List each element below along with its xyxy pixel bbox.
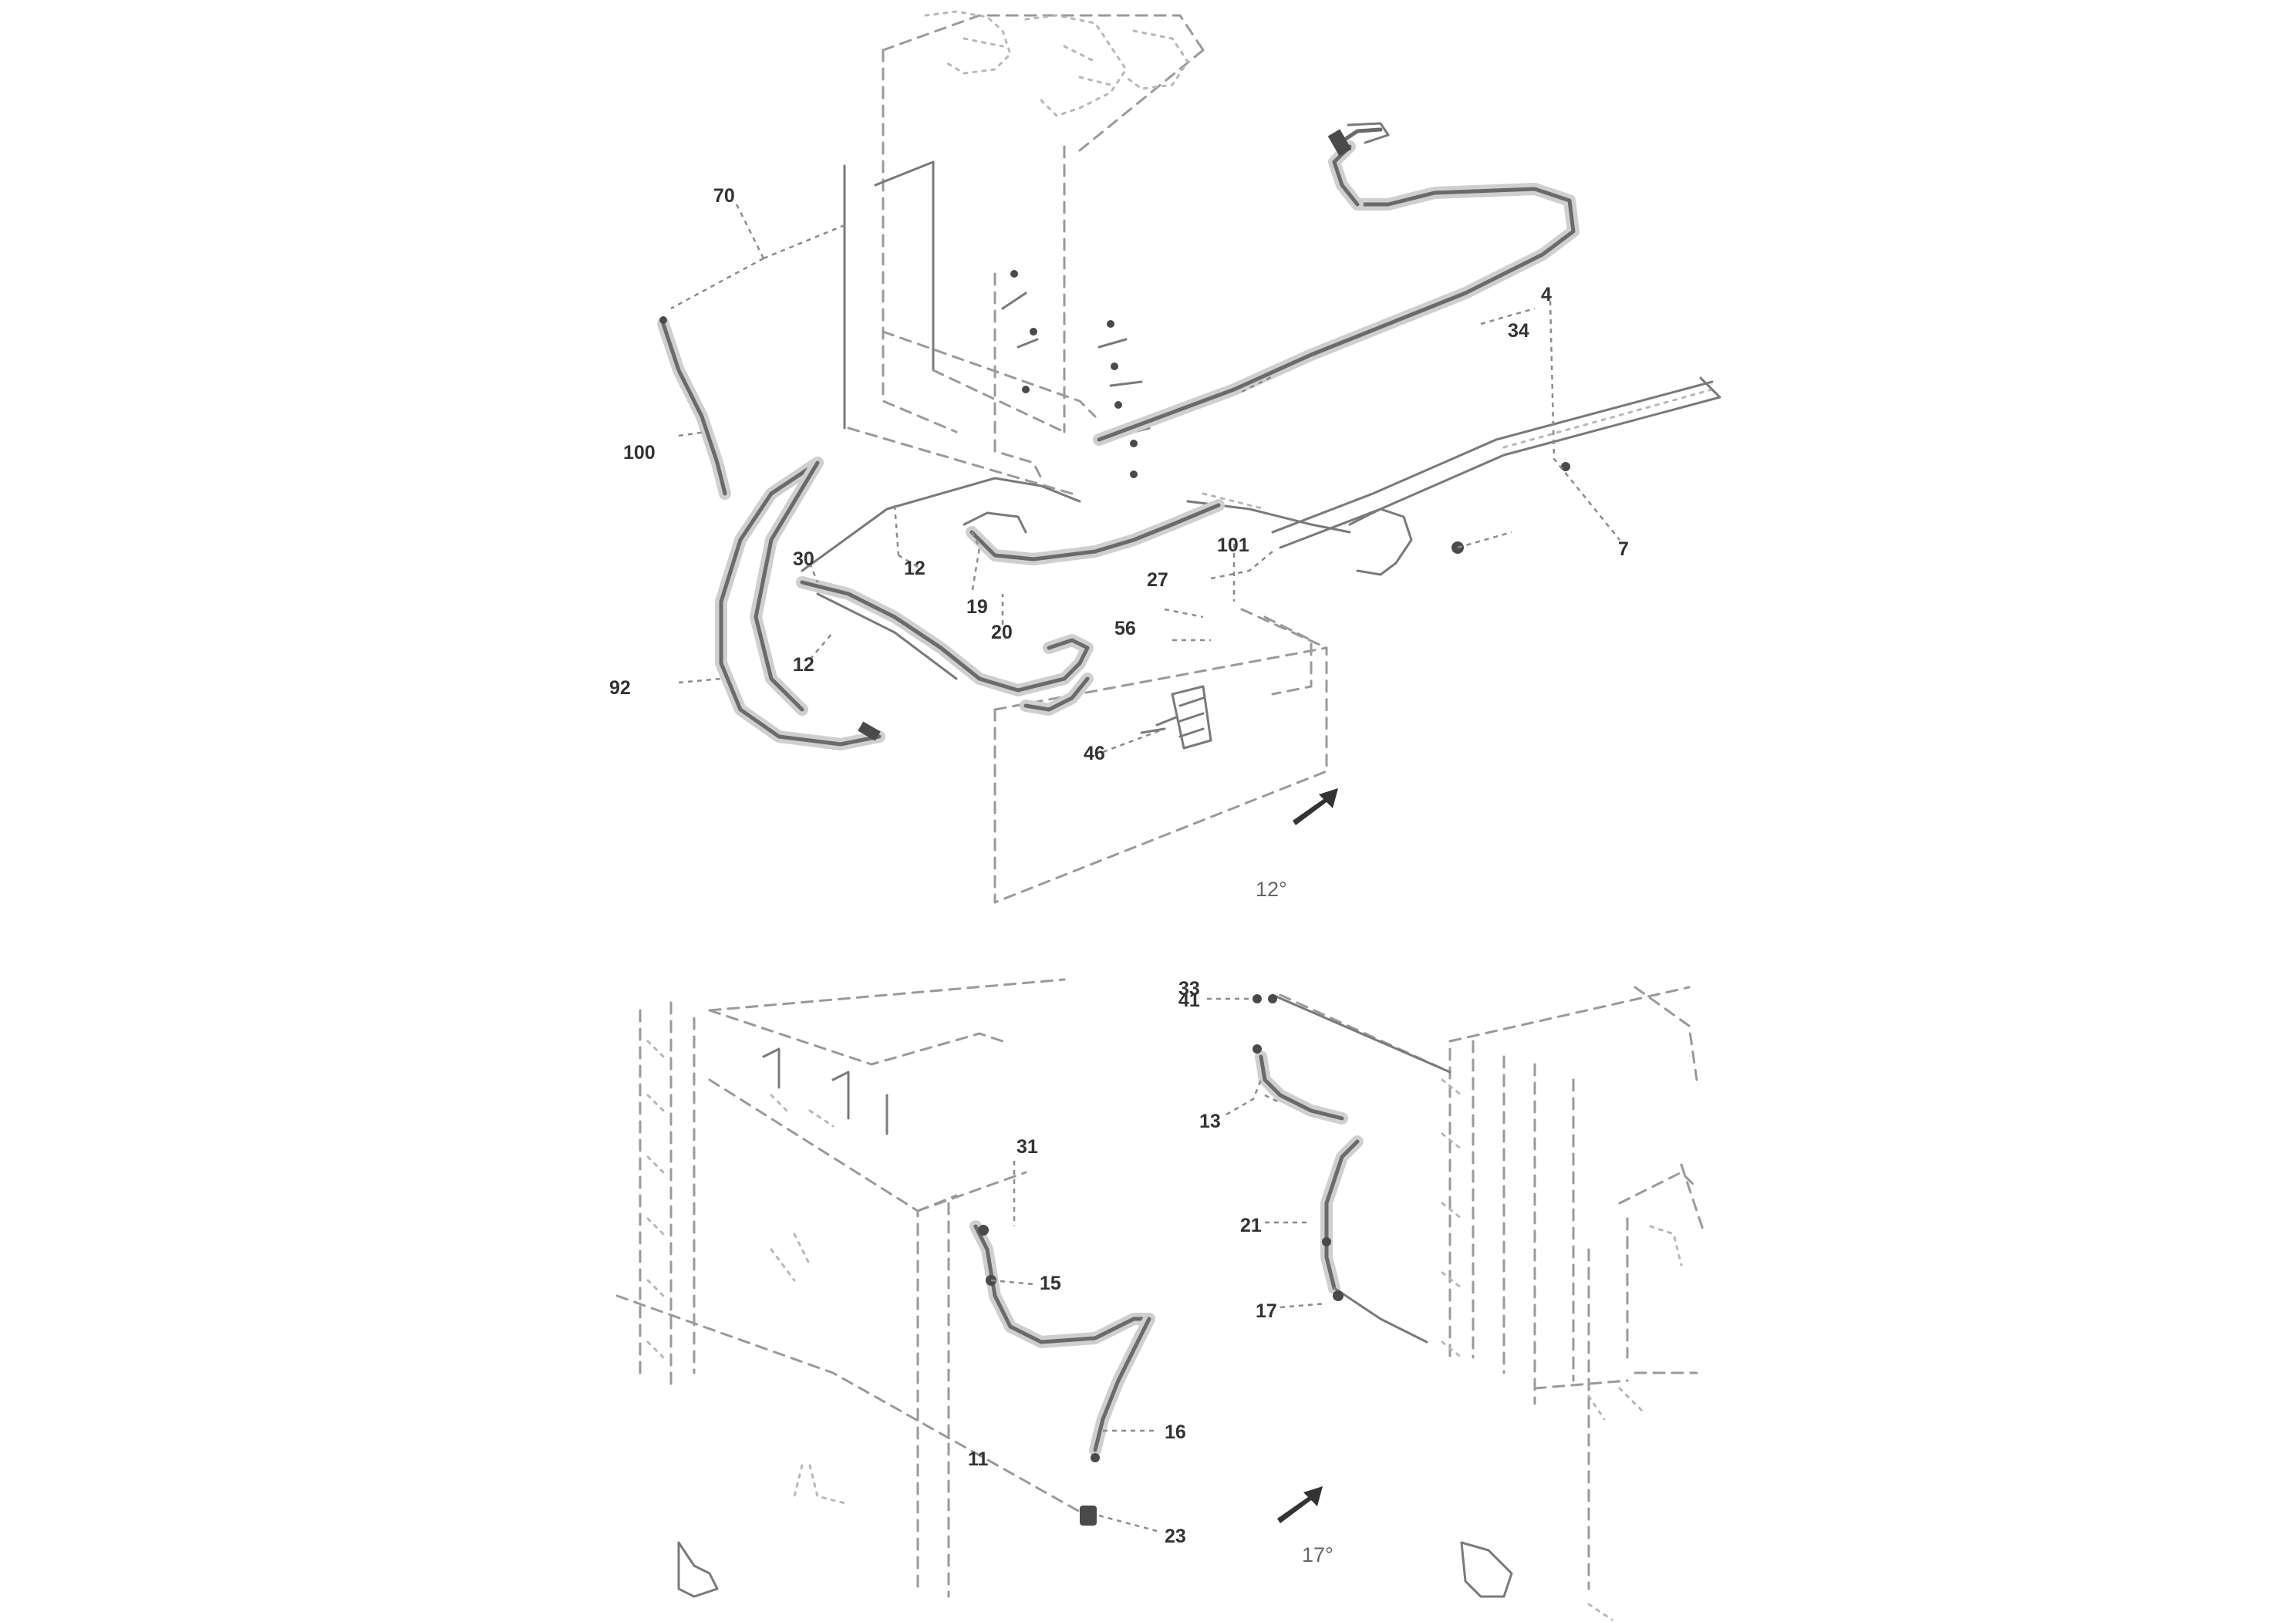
callout-70: 70 xyxy=(713,185,735,207)
hose-100 xyxy=(657,316,731,500)
callout-4: 4 xyxy=(1541,284,1552,305)
callout-30: 30 xyxy=(793,548,814,570)
callout-46: 46 xyxy=(1084,743,1105,764)
block-fittings xyxy=(1001,270,1151,478)
hose-13 xyxy=(1253,993,1451,1125)
hose-16 xyxy=(1089,1313,1155,1462)
lower-assembly: 41 13 31 21 15 16 23 17 33 11 17° xyxy=(615,978,1706,1621)
lower-right-details xyxy=(1441,1078,1683,1621)
hose-center-loop xyxy=(796,477,1094,716)
hose-92 xyxy=(715,457,885,750)
fitting-23 xyxy=(1080,994,1277,1526)
callout-101: 101 xyxy=(1217,534,1249,556)
hose-34 xyxy=(1093,122,1580,446)
callout-11: 11 xyxy=(968,1448,989,1470)
callout-13: 13 xyxy=(1199,1111,1221,1132)
lower-leaders xyxy=(990,997,1327,1533)
hose-17 xyxy=(1320,1135,1428,1344)
lower-frame-outline xyxy=(615,978,1706,1598)
callout-41: 41 xyxy=(1178,990,1200,1011)
callout-100: 100 xyxy=(623,442,656,464)
upper-leaders xyxy=(670,204,1620,754)
callout-15: 15 xyxy=(1040,1273,1061,1294)
callout-16: 16 xyxy=(1165,1421,1186,1443)
callout-23: 23 xyxy=(1165,1526,1186,1547)
callout-17: 17 xyxy=(1256,1300,1277,1322)
callout-27: 27 xyxy=(1147,569,1168,591)
lower-view-label: 17° xyxy=(1302,1543,1333,1566)
callout-33: 33 xyxy=(1178,978,1200,1000)
mounting-plate xyxy=(993,608,1328,904)
callout-19: 19 xyxy=(966,596,988,618)
upper-view-arrow xyxy=(1293,788,1338,825)
hose-19-20 xyxy=(963,499,1225,565)
callout-92: 92 xyxy=(609,677,631,699)
callout-12a: 12 xyxy=(904,558,925,579)
callout-34: 34 xyxy=(1508,320,1529,342)
lower-left-details xyxy=(646,1040,888,1598)
lower-view-arrow xyxy=(1277,1486,1323,1523)
tube-2 xyxy=(1271,376,1721,554)
hose-21-15 xyxy=(969,1220,1155,1348)
callout-56: 56 xyxy=(1114,618,1136,639)
callout-12b: 12 xyxy=(793,654,814,676)
callout-7: 7 xyxy=(1618,538,1629,560)
upper-view-label: 12° xyxy=(1256,878,1287,901)
callout-21: 21 xyxy=(1240,1215,1262,1236)
upper-assembly: 70 100 34 92 4 7 12 19 30 12 20 101 27 5… xyxy=(609,10,1721,904)
top-components xyxy=(924,10,1189,117)
callout-20: 20 xyxy=(991,622,1013,643)
callout-31: 31 xyxy=(1017,1136,1038,1158)
upper-frame-outline xyxy=(843,14,1205,495)
